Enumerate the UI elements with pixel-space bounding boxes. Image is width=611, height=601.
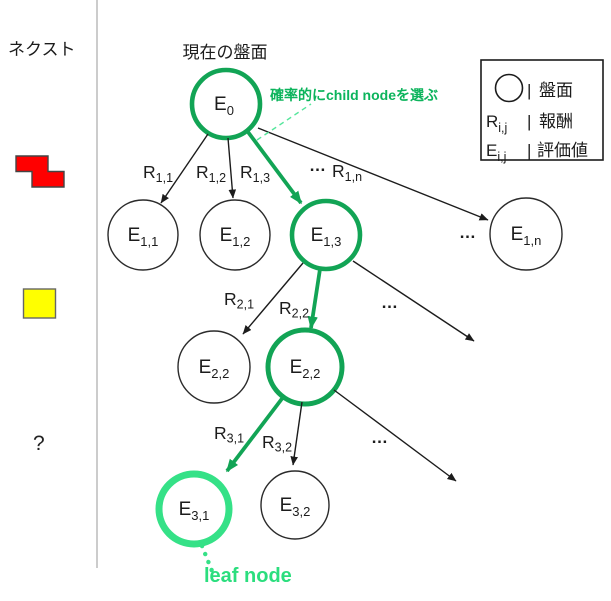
ellipsis-E1-3-branch: … bbox=[381, 293, 398, 312]
ellipsis-E2-2-branch: … bbox=[371, 428, 388, 447]
node-circle-E3-1-leaf bbox=[155, 470, 233, 548]
node-label-E0: E0 bbox=[214, 94, 234, 118]
annotation-pointer-dashed-line bbox=[256, 103, 312, 141]
diagram-title: 現在の盤面 bbox=[183, 43, 268, 62]
board-circle-icon bbox=[494, 73, 524, 103]
leaf-node-label: leaf node bbox=[204, 565, 292, 587]
ellipsis-R1-n: … bbox=[309, 156, 326, 175]
node-label-E2-2-selected: E2,2 bbox=[290, 357, 321, 381]
node-circle-E2-2-selected bbox=[265, 327, 345, 407]
edge-E2-2-E3-2 bbox=[290, 401, 303, 466]
node-label-E3-2: E3,2 bbox=[280, 495, 311, 519]
edge-E2-2-more bbox=[333, 389, 457, 482]
ellipsis-before-E1-n: … bbox=[459, 223, 476, 242]
node-circle-E1-n bbox=[489, 197, 563, 271]
edge-E1-3-E2-2-selected bbox=[307, 268, 322, 330]
node-label-E1-1: E1,1 bbox=[128, 225, 159, 249]
edge-label-R2-1: R2,1 bbox=[224, 289, 254, 312]
edge-E1-3-E2-2-left bbox=[242, 262, 304, 335]
node-circle-E1-3 bbox=[289, 198, 363, 272]
next-panel-title: ネクスト bbox=[8, 40, 76, 59]
node-label-E3-1-leaf: E3,1 bbox=[179, 499, 210, 523]
edge-E0-E1-n bbox=[257, 127, 489, 221]
edge-E1-3-more bbox=[352, 260, 475, 342]
legend-box: |盤面 Ri,j|報酬 Ei,j|評価値 bbox=[480, 59, 604, 164]
node-circle-E1-1 bbox=[107, 199, 179, 271]
edge-label-R1-1: R1,1 bbox=[143, 162, 173, 185]
edge-E0-E1-3-selected bbox=[246, 130, 303, 205]
edge-label-R3-2: R3,2 bbox=[262, 432, 292, 455]
unknown-piece-mark: ? bbox=[33, 432, 45, 455]
edge-E0-E1-1 bbox=[160, 133, 209, 204]
node-circle-E1-2 bbox=[199, 199, 271, 271]
tetromino-z-piece bbox=[15, 155, 65, 188]
edge-E0-E1-2 bbox=[227, 137, 237, 199]
legend-row-reward: Ri,j|報酬 bbox=[486, 112, 573, 135]
edge-E2-2-E3-1-selected bbox=[225, 394, 286, 473]
edge-label-R2-2: R2,2 bbox=[279, 298, 309, 321]
edge-label-R1-2: R1,2 bbox=[196, 162, 226, 185]
node-label-E2-2-left: E2,2 bbox=[199, 357, 230, 381]
node-circle-E3-2 bbox=[260, 470, 330, 540]
edge-label-R1-3: R1,3 bbox=[240, 162, 270, 185]
node-label-E1-2: E1,2 bbox=[220, 225, 251, 249]
node-label-E1-3: E1,3 bbox=[311, 225, 342, 249]
edge-label-R1-n: R1,n bbox=[332, 161, 362, 184]
node-circle-E0 bbox=[189, 67, 263, 141]
node-label-E1-n: E1,n bbox=[511, 224, 542, 248]
node-circle-E2-2-left bbox=[177, 330, 251, 404]
edge-label-R3-1: R3,1 bbox=[214, 423, 244, 446]
annotation-select-child-node: 確率的にchild nodeを選ぶ bbox=[270, 87, 438, 103]
legend-row-evaluation: Ei,j|評価値 bbox=[486, 141, 588, 164]
tetromino-o-piece bbox=[22, 288, 57, 319]
legend-row-board: |盤面 bbox=[527, 81, 573, 100]
